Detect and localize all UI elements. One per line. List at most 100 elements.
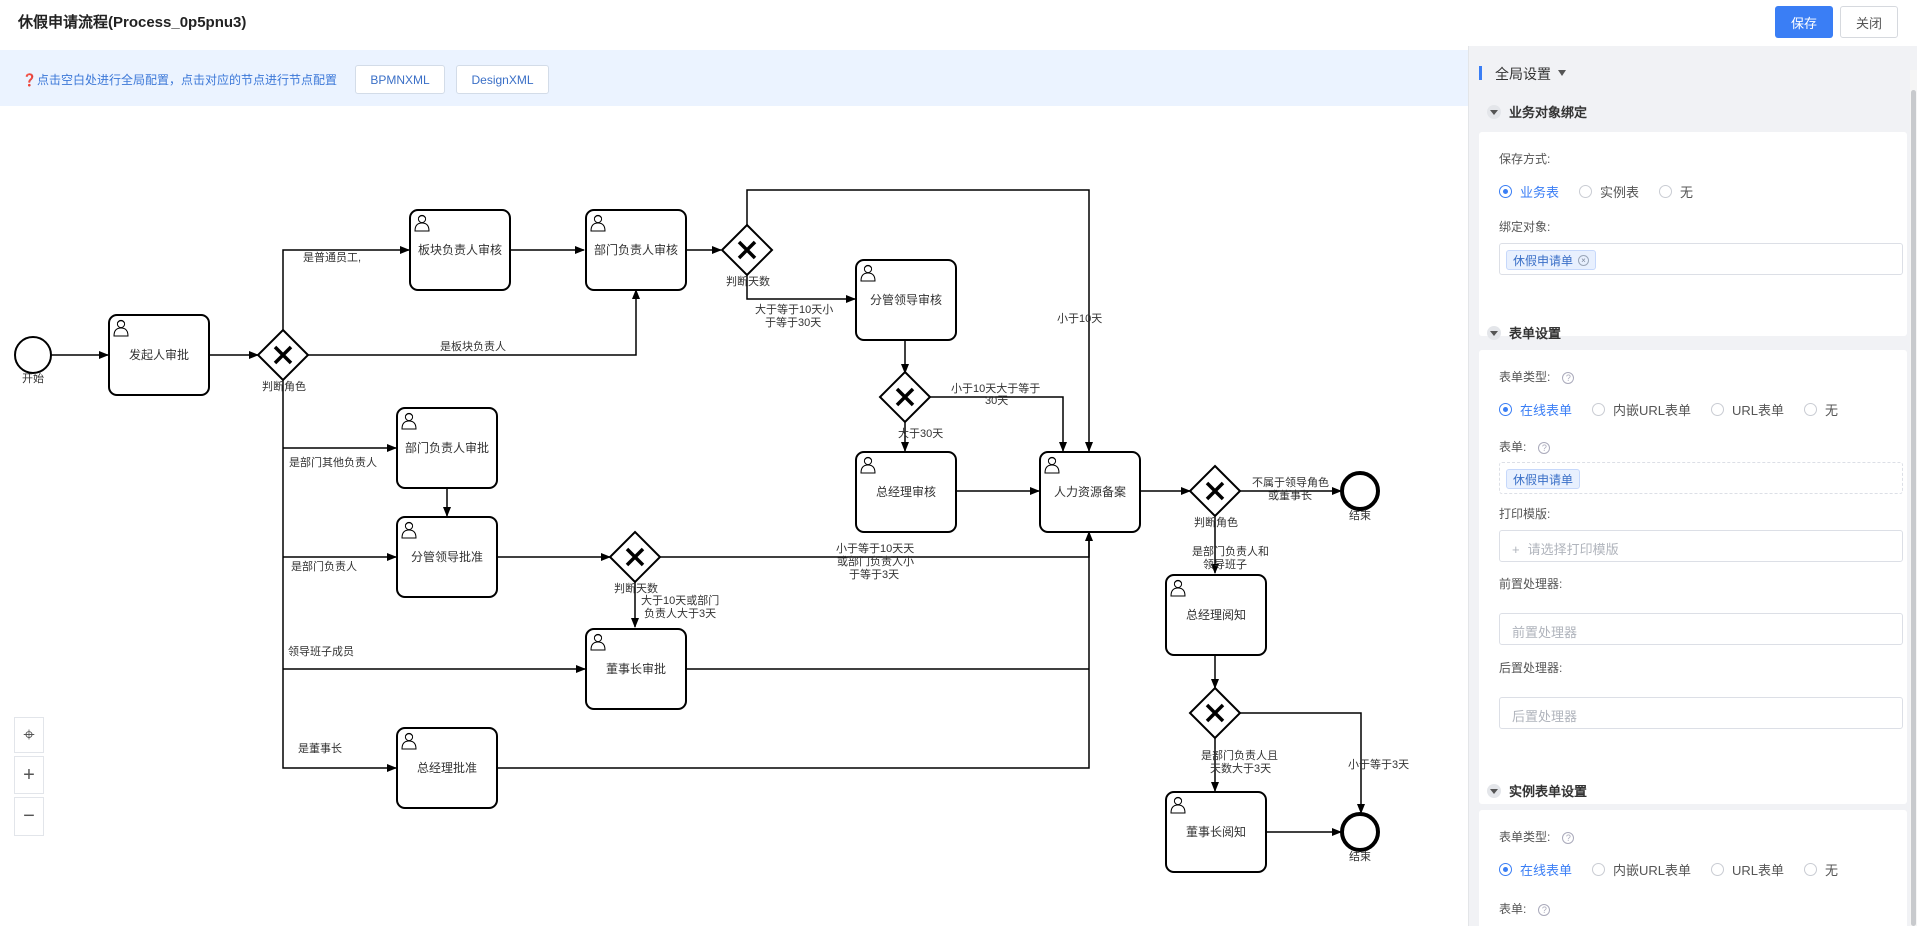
edge-label-leader: 领导班子成员: [288, 645, 354, 658]
form-field[interactable]: 休假申请单: [1499, 462, 1903, 494]
bpmnxml-button[interactable]: BPMNXML: [355, 65, 445, 94]
help-icon: ?: [1562, 372, 1575, 384]
print-template-label: 打印模版:: [1499, 507, 1551, 521]
gateway-days-4[interactable]: [1188, 686, 1242, 740]
task-vp-approve[interactable]: 分管领导批准: [396, 516, 498, 598]
instance-form-type-radios: 在线表单 内嵌URL表单 URL表单 无: [1499, 860, 1858, 879]
task-chairman-approve[interactable]: 董事长审批: [585, 628, 687, 710]
task-label: 发起人审批: [129, 347, 189, 362]
section-instance-form[interactable]: 实例表单设置: [1487, 781, 1587, 800]
task-vp-review[interactable]: 分管领导审核: [855, 259, 957, 341]
designxml-button[interactable]: DesignXML: [456, 65, 549, 94]
task-initiator-approve[interactable]: 发起人审批: [108, 314, 210, 396]
gateway-days-3[interactable]: [878, 370, 932, 424]
radio-url-form[interactable]: URL表单: [1711, 860, 1784, 879]
radio-none[interactable]: 无: [1804, 860, 1838, 879]
edge-label-lt10-top: 小于10天: [1057, 312, 1102, 325]
bind-object-tag: 休假申请单×: [1506, 250, 1597, 270]
panel-header[interactable]: 全局设置: [1469, 46, 1917, 98]
end-event-2[interactable]: [1340, 812, 1380, 852]
edge-label-chairman: 是董事长: [298, 742, 342, 755]
radio-embedded-url-form[interactable]: 内嵌URL表单: [1592, 400, 1691, 419]
collapse-icon: [1487, 784, 1501, 798]
edge-label-staff: 是普通员工,: [303, 250, 361, 264]
section-title: 业务对象绑定: [1509, 105, 1588, 120]
save-mode-label: 保存方式:: [1499, 152, 1551, 166]
pre-processor-input[interactable]: 前置处理器: [1499, 613, 1903, 645]
task-chairman-notice[interactable]: 董事长阅知: [1165, 791, 1267, 873]
collapse-icon: [1487, 105, 1501, 119]
edge-label-other: 是部门其他负责人: [289, 455, 377, 469]
radio-none[interactable]: 无: [1659, 182, 1693, 201]
caret-down-icon: [1558, 70, 1566, 76]
radio-none[interactable]: 无: [1804, 400, 1838, 419]
edge-label-lt10-b: 30天: [985, 395, 1008, 407]
help-icon: ?: [1538, 442, 1551, 454]
radio-online-form[interactable]: 在线表单: [1499, 860, 1572, 879]
help-icon: ?: [1562, 832, 1575, 844]
start-event[interactable]: [14, 336, 52, 374]
radio-url-form[interactable]: URL表单: [1711, 400, 1784, 419]
pre-processor-label: 前置处理器:: [1499, 577, 1563, 591]
tip-bar: ❓点击空白处进行全局配置，点击对应的节点进行节点配置: [0, 50, 1468, 106]
gateway-role-2[interactable]: [1188, 464, 1242, 518]
edge-label-notleader-b: 或董事长: [1268, 489, 1312, 502]
radio-embedded-url-form[interactable]: 内嵌URL表单: [1592, 860, 1691, 879]
radio-instance-table[interactable]: 实例表: [1579, 182, 1639, 201]
radio-business-table[interactable]: 业务表: [1499, 182, 1559, 201]
edge-label-dept: 是部门负责人: [291, 559, 357, 573]
task-sector-review[interactable]: 板块负责人审核: [409, 209, 511, 291]
edge-label-le10-b: 或部门负责人小: [837, 554, 914, 568]
edge-label-le3: 小于等于3天: [1348, 757, 1409, 771]
page-title: 休假申请流程(Process_0p5pnu3): [18, 14, 247, 31]
business-binding-card: 保存方式: 业务表 实例表 无 绑定对象: 休假申请单×: [1479, 132, 1907, 336]
gateway-role[interactable]: [256, 328, 310, 382]
tip-text: ❓点击空白处进行全局配置，点击对应的节点进行节点配置: [22, 73, 337, 87]
gateway-days-1-label: 判断天数: [726, 274, 770, 288]
zoom-in-button[interactable]: +: [14, 756, 44, 794]
task-label: 分管领导审核: [870, 292, 942, 307]
gateway-role-2-label: 判断角色: [1194, 515, 1238, 529]
task-gm-approve[interactable]: 总经理批准: [396, 727, 498, 809]
edge-label-ge10-a: 大于等于10天小: [755, 302, 833, 316]
end-label-2: 结束: [1349, 850, 1371, 863]
gateway-days-2-label: 判断天数: [614, 581, 658, 595]
edge-label-gt10-b: 负责人大于3天: [644, 606, 716, 620]
edge-label-deptgt3-a: 是部门负责人且: [1201, 748, 1278, 762]
gateway-days-2[interactable]: [608, 530, 662, 584]
end-label-1: 结束: [1349, 509, 1371, 522]
close-button[interactable]: 关闭: [1840, 6, 1898, 38]
edge-label-lt10-a: 小于10天大于等于: [951, 381, 1040, 395]
edge-label-deptgt3-b: 天数大于3天: [1210, 761, 1271, 775]
edge-label-sector: 是板块负责人: [440, 339, 506, 353]
post-processor-input[interactable]: 后置处理器: [1499, 697, 1903, 729]
plus-icon: +: [1512, 542, 1520, 557]
task-gm-notice[interactable]: 总经理阅知: [1165, 574, 1267, 656]
task-hr-record[interactable]: 人力资源备案: [1039, 451, 1141, 533]
section-form-settings[interactable]: 表单设置: [1487, 323, 1561, 342]
zoom-out-button[interactable]: −: [14, 797, 44, 836]
bind-object-field[interactable]: 休假申请单×: [1499, 243, 1903, 275]
task-label: 总经理批准: [417, 760, 477, 775]
save-button[interactable]: 保存: [1775, 6, 1833, 38]
close-icon[interactable]: ×: [1578, 254, 1590, 266]
fit-view-button[interactable]: ⌖: [14, 717, 44, 753]
edge-label-gt30: 大于30天: [898, 426, 943, 440]
help-icon: ?: [1538, 904, 1551, 916]
task-dept-approve[interactable]: 部门负责人审批: [396, 407, 498, 489]
section-title: 实例表单设置: [1509, 784, 1588, 799]
end-event-1[interactable]: [1340, 471, 1380, 511]
print-template-select[interactable]: +请选择打印模版: [1499, 530, 1903, 562]
task-dept-review[interactable]: 部门负责人审核: [585, 209, 687, 291]
radio-online-form[interactable]: 在线表单: [1499, 400, 1572, 419]
gateway-days-1[interactable]: [720, 223, 774, 277]
section-title: 表单设置: [1509, 326, 1562, 341]
section-business-binding[interactable]: 业务对象绑定: [1487, 102, 1587, 121]
edge-label-le10-a: 小于等于10天天: [836, 541, 914, 555]
plus-icon: +: [23, 763, 35, 786]
diagram-canvas[interactable]: 开始 结束 结束 判断角色 判断天数 判断天数 判断角色: [0, 106, 1468, 926]
post-processor-label: 后置处理器:: [1499, 661, 1563, 675]
task-gm-review[interactable]: 总经理审核: [855, 451, 957, 533]
task-label: 部门负责人审批: [405, 440, 489, 455]
panel-scrollbar-thumb[interactable]: [1911, 90, 1916, 926]
